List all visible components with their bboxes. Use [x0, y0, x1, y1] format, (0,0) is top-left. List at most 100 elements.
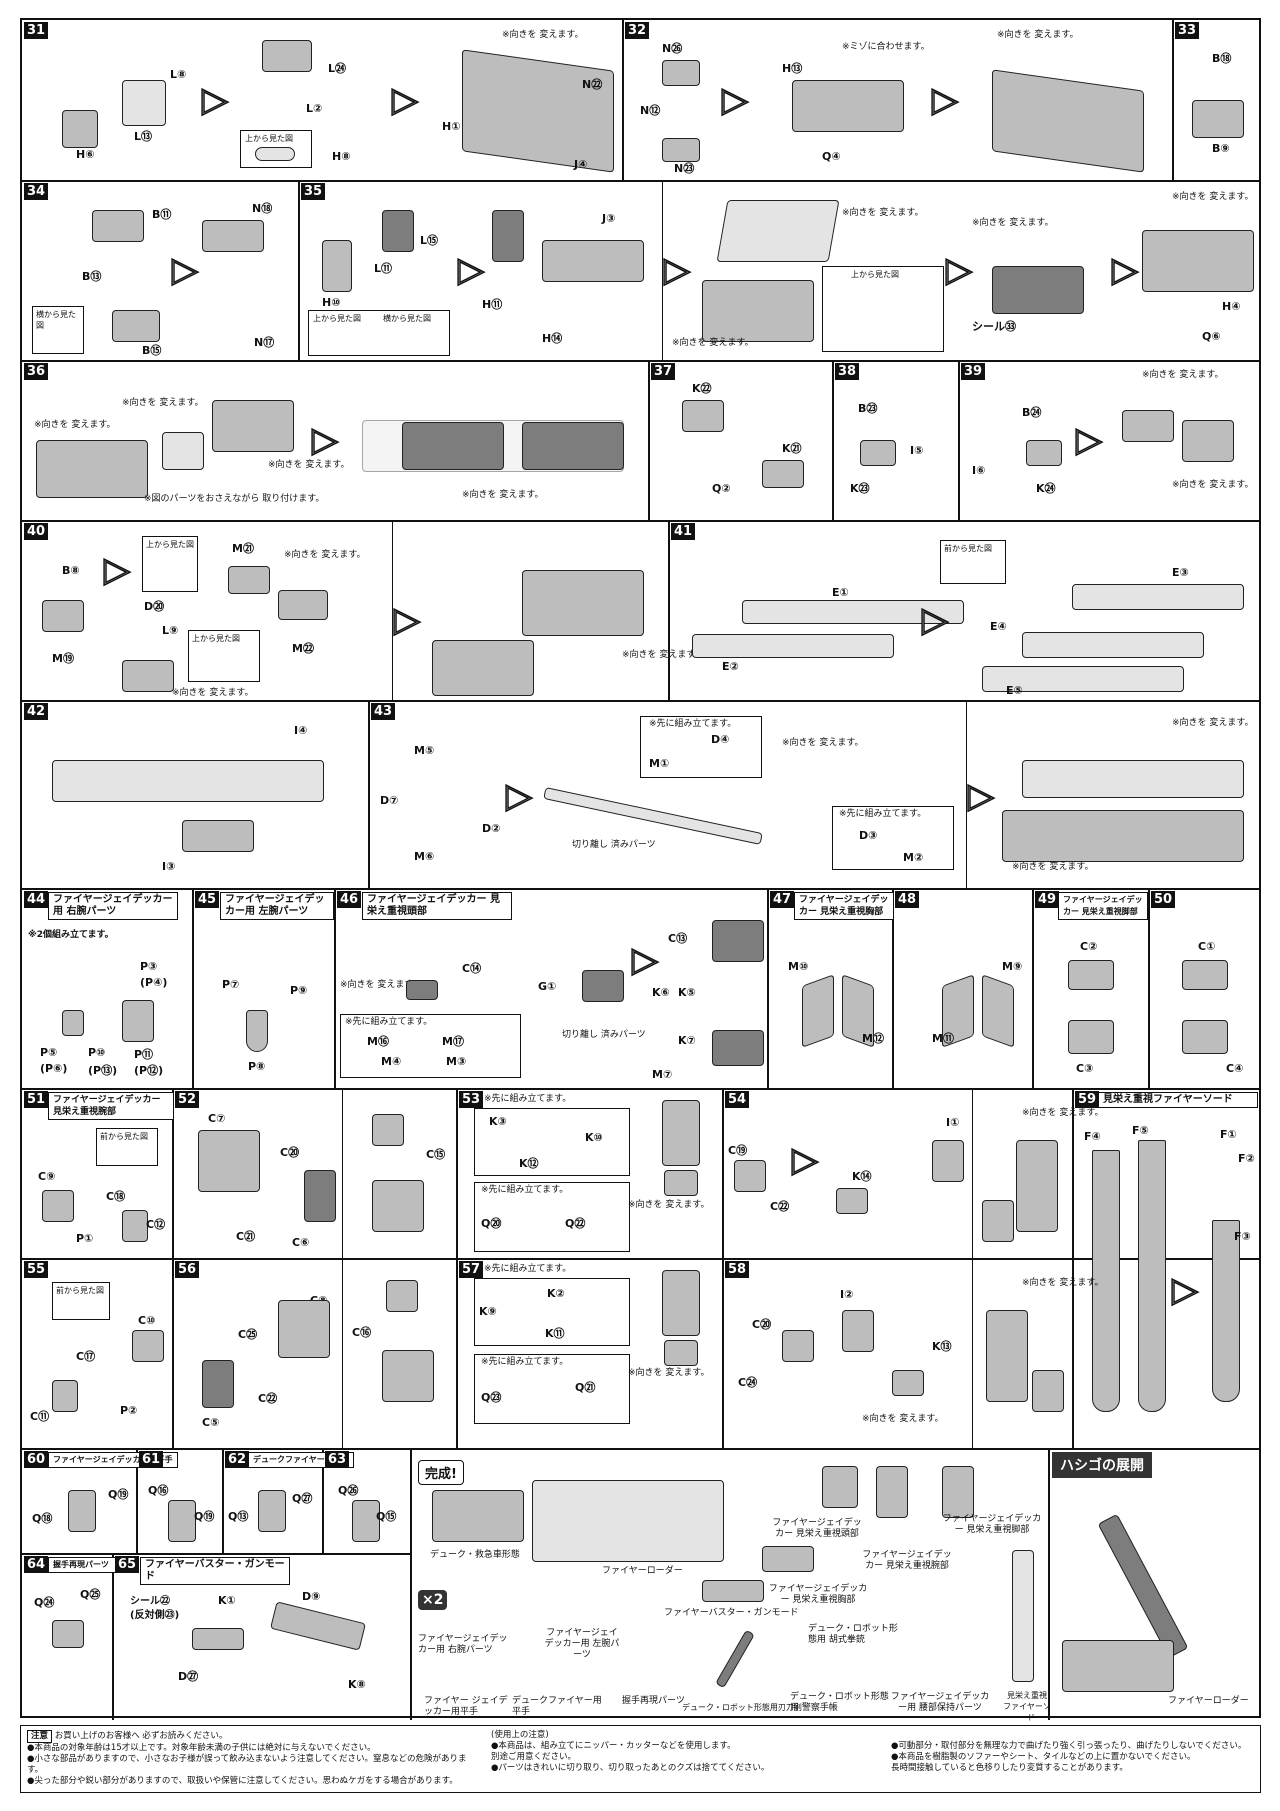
caution-label: 注意: [27, 1730, 53, 1743]
complete-part-label: デューク・ロボット形態用 胡式拳銃: [808, 1624, 898, 1645]
caution-line: ●尖った部分や鋭い部分がありますので、取扱いや保管に注意してください。思わぬケガ…: [27, 1776, 458, 1786]
part-label: B⑮: [142, 344, 162, 357]
part-label: L⑧: [170, 68, 187, 81]
part-label: M②: [903, 851, 924, 864]
inset-caption: 上から見た図: [851, 270, 899, 279]
step-title: ファイヤージェイデッカー 見栄え重視頭部: [362, 892, 512, 920]
part-label: H④: [1222, 300, 1241, 313]
step-title: ファイヤージェイデッカー 見栄え重視胸部: [794, 892, 894, 920]
complete-part-label: ファイヤージェイデッカー用 右腕パーツ: [418, 1634, 508, 1655]
complete-part-label: ファイヤージェイデッカー用 腰部保持パーツ: [890, 1692, 990, 1713]
part-label: B⑬: [82, 270, 102, 283]
part-label: P⑨: [290, 984, 308, 997]
note: ※向きを 変えます。: [268, 460, 350, 470]
row-divider: [22, 1088, 1259, 1090]
caution-line: ●本商品の対象年齢は15才以上です。対象年齢未満の子供には絶対に与えないでくださ…: [27, 1743, 376, 1753]
part-label: C③: [1076, 1062, 1094, 1075]
inset-caption: ※先に組み立てます。: [345, 1017, 433, 1027]
part-label: D⑦: [380, 794, 399, 807]
complete-part-label: ファイヤージェイデッカー 見栄え重視頭部: [772, 1518, 862, 1539]
part-label: M㉒: [292, 642, 314, 655]
part-label: C⑫: [146, 1218, 166, 1231]
usage-line: 別途ご用意ください。: [491, 1752, 577, 1762]
part-label: B㉓: [858, 402, 878, 415]
part-label: H⑬: [782, 62, 803, 75]
part-label: Q㉕: [80, 1588, 101, 1601]
step-number: 50: [1151, 891, 1176, 908]
part-label: M⑨: [1002, 960, 1023, 973]
part-label: M③: [446, 1055, 467, 1068]
inset-caption: ※先に組み立てます。: [649, 719, 737, 729]
part-label: K㉓: [850, 482, 870, 495]
part-label: Q㉗: [292, 1492, 313, 1505]
note: ※向きを 変えます。: [1172, 480, 1254, 490]
step-number: 33: [1175, 22, 1200, 39]
note: ※2個組み立てます。: [28, 930, 114, 940]
note: ※向きを 変えます。: [34, 420, 116, 430]
part-label: M⑥: [414, 850, 435, 863]
step-number: 47: [770, 891, 795, 908]
step-title: ファイヤージェイデッカー 見栄え重視腕部: [48, 1092, 174, 1120]
part-label: M⑫: [862, 1032, 884, 1045]
part-label: P①: [76, 1232, 94, 1245]
part-label: M⑪: [932, 1032, 954, 1045]
step-number: 48: [895, 891, 920, 908]
part-label: K①: [218, 1594, 236, 1607]
part-label: D③: [859, 829, 878, 842]
step-number: 36: [24, 363, 49, 380]
part-label: Q㉑: [575, 1381, 596, 1394]
part-label: K⑤: [678, 986, 696, 999]
part-label: B⑪: [152, 208, 172, 221]
part-label: P③: [140, 960, 158, 973]
step-number: 63: [325, 1451, 350, 1468]
complete-part-label: ファイヤージェイデッカー用 左腕パーツ: [544, 1628, 620, 1660]
part-label: P⑩: [88, 1046, 106, 1059]
inset-caption: ※先に組み立てます。: [481, 1185, 569, 1195]
part-label: F③: [1234, 1230, 1251, 1243]
part-label: E④: [990, 620, 1007, 633]
note: ※向きを 変えます。: [672, 338, 754, 348]
caution-line: ●小さな部品がありますので、小さなお子様が誤って飲み込まないよう注意してください…: [27, 1754, 467, 1775]
usage-line: ●本商品を樹脂製のソファーやシート、タイルなどの上に置かないでください。: [891, 1752, 1196, 1762]
caution-head: お買い上げのお客様へ 必ずお読みください。: [54, 1731, 228, 1741]
inset-caption: ※先に組み立てます。: [481, 1357, 569, 1367]
part-label: I①: [946, 1116, 960, 1129]
part-label: C⑱: [106, 1190, 126, 1203]
part-label: C⑤: [202, 1416, 220, 1429]
part-label: C⑳: [752, 1318, 772, 1331]
complete-part-label: デューク・ロボット形態用 警察手帳: [790, 1692, 889, 1713]
note: ※向きを 変えます。: [972, 218, 1054, 228]
usage-line: 長時間接触していると色移りしたり変質することがあります。: [891, 1763, 1128, 1773]
part-label: C⑦: [208, 1112, 226, 1125]
part-label: D④: [711, 733, 730, 746]
part-label: C⑯: [352, 1326, 372, 1339]
step-number: 38: [835, 363, 860, 380]
part-label: L⑮: [420, 234, 439, 247]
usage-line: ●本商品は、組み立てにニッパー・カッターなどを使用します。: [491, 1741, 736, 1751]
part-label: L⑪: [374, 262, 393, 275]
note: ※向きを 変えます。: [1012, 862, 1094, 872]
part-label: Q⑲: [108, 1488, 129, 1501]
part-label: L⑬: [134, 130, 153, 143]
row-divider: [22, 888, 1259, 890]
part-label: M①: [649, 757, 670, 770]
part-label: B⑨: [1212, 142, 1230, 155]
row-divider: [22, 1258, 1259, 1260]
part-label: F②: [1238, 1152, 1255, 1165]
part-label: N⑫: [640, 104, 661, 117]
part-label: P⑦: [222, 978, 240, 991]
note: ※向きを 変えます。: [782, 738, 864, 748]
part-label: K⑧: [348, 1678, 366, 1691]
note: ※先に組み立てます。: [484, 1094, 572, 1104]
part-label: K⑥: [652, 986, 670, 999]
step-title: 握手再現パーツ: [48, 1557, 116, 1573]
part-label: I③: [162, 860, 176, 873]
part-label: M⑦: [652, 1068, 673, 1081]
part-label: N㉒: [582, 78, 603, 91]
part-label: シール㉒: [130, 1596, 170, 1607]
part-label: E①: [832, 586, 849, 599]
note: ※向きを 変えます。: [997, 30, 1079, 40]
step-number: 51: [24, 1091, 49, 1108]
note: ※向きを 変えます。: [1142, 370, 1224, 380]
inset-caption: 上から見た図: [313, 314, 361, 323]
